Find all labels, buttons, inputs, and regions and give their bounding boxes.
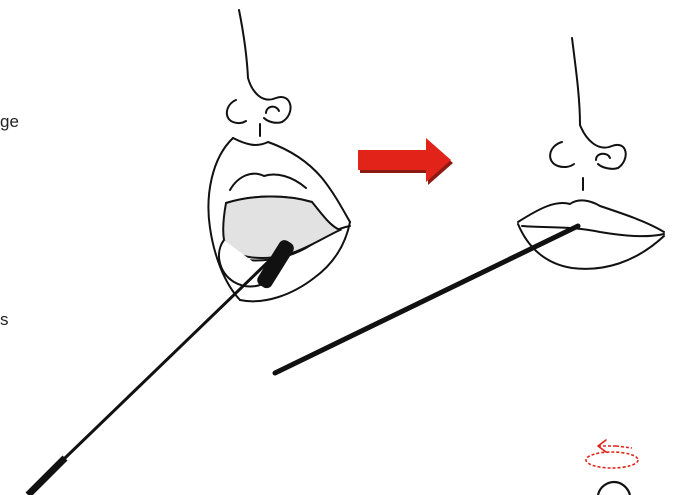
partial-circle-icon xyxy=(598,482,630,495)
upper-inner-lip xyxy=(230,174,306,190)
lip-line xyxy=(522,226,664,236)
closed-mouth-face xyxy=(518,38,664,269)
swab-stick xyxy=(65,262,268,458)
nose-outline xyxy=(239,10,291,123)
swab-stick xyxy=(275,226,578,373)
right-arrow-icon xyxy=(358,138,453,185)
swab-handle xyxy=(28,458,65,495)
nostril-left xyxy=(550,142,574,167)
rotate-swab-icon xyxy=(586,440,638,468)
swab-between-lips xyxy=(275,226,578,373)
nose-outline xyxy=(572,38,626,169)
nostril-curl xyxy=(596,154,610,160)
nostril-left xyxy=(227,100,246,123)
nostril-curl xyxy=(266,107,279,113)
